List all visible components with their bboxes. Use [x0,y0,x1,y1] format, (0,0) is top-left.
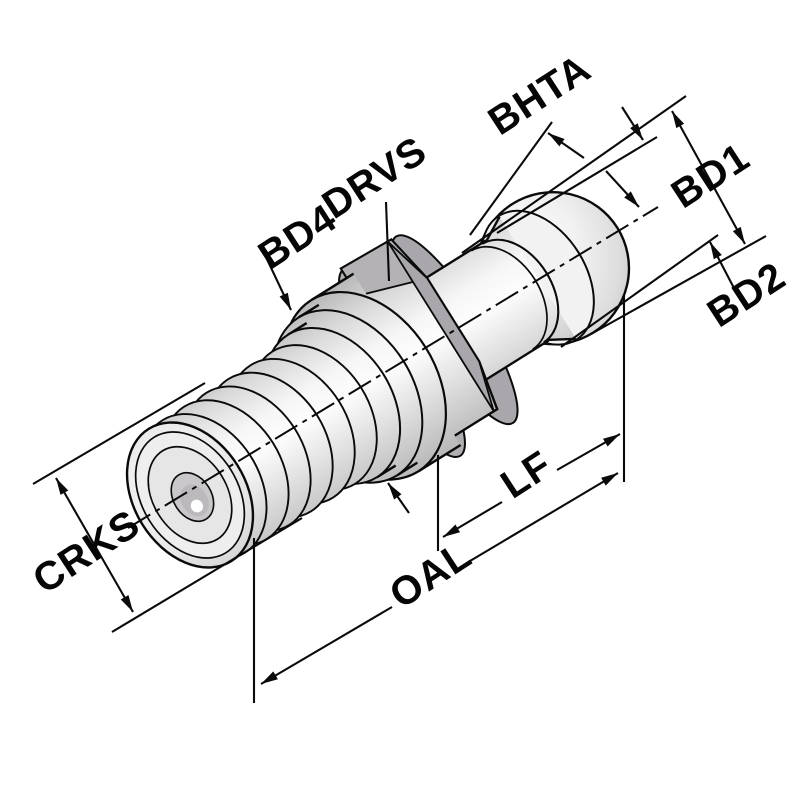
label-bhta: BHTA [481,46,599,144]
extension-line-ball-top [461,95,687,254]
neck-bottom-edge [478,339,550,385]
dimension-bd4 [264,254,292,311]
flange-pointer-arrowhead [388,483,402,500]
label-oal: OAL [382,533,479,618]
neck-cylinder [416,240,549,384]
bhta-arrowhead-2 [630,123,643,140]
lf-arrowhead-right [603,434,620,447]
dimension-bhta [469,106,644,236]
head-taper-cone [484,216,576,341]
label-drvs: DRVS [315,128,435,227]
extension-line-thread-top [32,382,206,485]
dimension-lf [442,433,621,538]
crks-arrowhead-upper [56,478,69,495]
bd1-dimension-line [671,110,746,245]
drvs-leader-line [384,201,391,282]
bd2-arrowhead [710,242,722,260]
crks-arrowhead-lower [120,595,133,612]
flange-face-pointer [387,482,410,514]
dimension-oal [260,472,619,685]
extension-line-thread-bottom [111,517,303,633]
recess-glint [190,499,204,513]
dimension-bd2 [709,241,737,293]
dimension-bd1 [671,110,746,245]
thread-end-face [125,421,255,569]
bd1-arrowhead-lower [732,226,745,244]
neck-groove-line-1 [470,245,548,350]
oal-dimension-line-right [469,472,619,562]
label-lf: LF [493,443,560,508]
crks-dimension-line [55,477,134,613]
bhta-arrowhead-1 [548,133,565,147]
oal-dimension-line-left [260,606,393,685]
extension-line-neck-bottom [560,234,719,348]
label-crks: CRKS [25,502,147,603]
bd1-arrowhead-upper [672,111,685,129]
label-bd1: BD1 [664,135,758,217]
oal-arrowhead-right [601,473,618,486]
centerline [127,206,659,529]
neck-groove-line-2 [481,238,560,344]
bhta-leader-line [469,121,553,236]
extension-line-neck-top [496,136,658,234]
bd4-arrowhead [279,292,291,310]
extension-line-ball-bottom [590,235,767,335]
lf-arrowhead-left [443,524,460,537]
oal-arrowhead-left [261,671,278,684]
bhta-arrowhead-3 [624,191,639,207]
hex-right-facet [387,241,495,412]
neck-top-edge [415,239,487,285]
dimension-crks [55,477,134,613]
